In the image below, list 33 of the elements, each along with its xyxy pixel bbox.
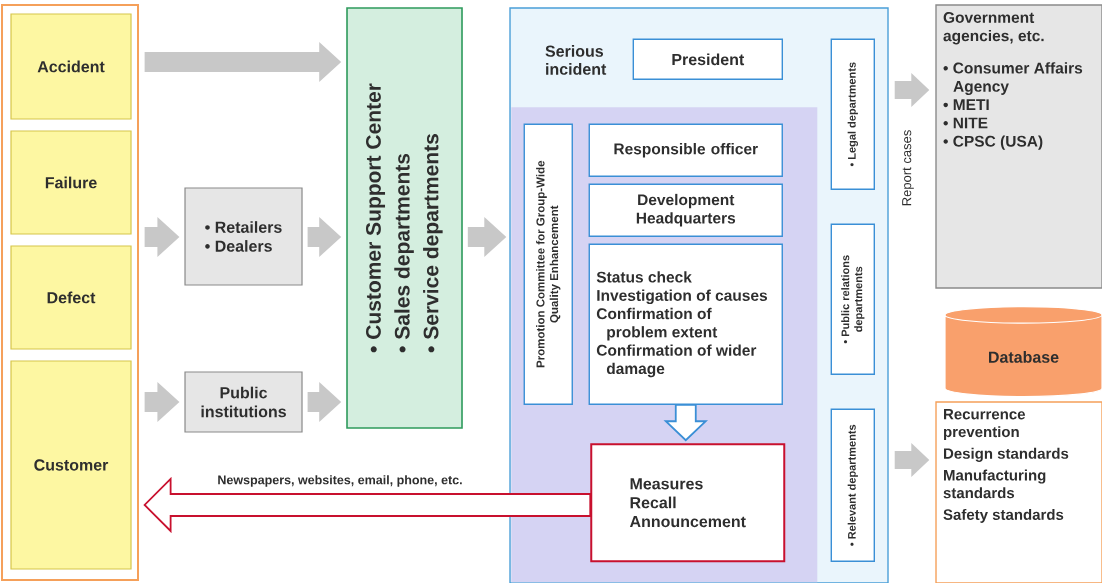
process-box: President: [632, 38, 783, 80]
channel-box: Public institutions: [184, 371, 303, 433]
process-box: Responsible officer: [588, 123, 783, 177]
department-box: • Legal departments: [830, 38, 875, 190]
process-box: Status check Investigation of causes Confirmation of problem extent Confirmation of wider damage: [588, 243, 783, 405]
category-box: Defect: [10, 245, 132, 350]
arrow: [307, 382, 342, 422]
category-box: Customer: [10, 360, 132, 570]
edge-label: Newspapers, websites, email, phone, etc.: [215, 473, 465, 489]
arrow: [894, 73, 930, 107]
channel-box: • Retailers • Dealers: [184, 187, 303, 286]
standards-box: Recurrence prevention Design standards Manufacturing standards Safety standards: [935, 401, 1102, 583]
arrow: [307, 217, 342, 257]
arrow: [144, 217, 180, 257]
committee-box: Promotion Committee for Group-Wide Quality Enhancement: [523, 123, 573, 405]
side-label: Serious incident: [545, 45, 607, 75]
arrow: [144, 382, 180, 422]
process-box: Development Headquarters: [588, 183, 783, 237]
frame: [1, 4, 139, 581]
category-box: Accident: [10, 13, 132, 120]
category-box: Failure: [10, 130, 132, 235]
arrow: [663, 404, 708, 442]
arrow: [143, 476, 592, 534]
department-box: • Relevant departments: [830, 408, 875, 562]
database-cylinder: Database: [944, 306, 1102, 398]
agency-box: Government agencies, etc. • Consumer Affairs Agency • METI • NITE • CPSC (USA): [935, 4, 1102, 289]
arrow: [144, 42, 342, 82]
arrow: [894, 443, 930, 477]
department-box: • Customer Support Center • Sales departments • Service departments: [346, 7, 463, 429]
measures-box: Measures Recall Announcement: [590, 443, 786, 563]
edge-label: Report cases: [900, 128, 916, 208]
department-box: • Public relations departments: [830, 223, 875, 375]
arrow: [467, 217, 507, 257]
